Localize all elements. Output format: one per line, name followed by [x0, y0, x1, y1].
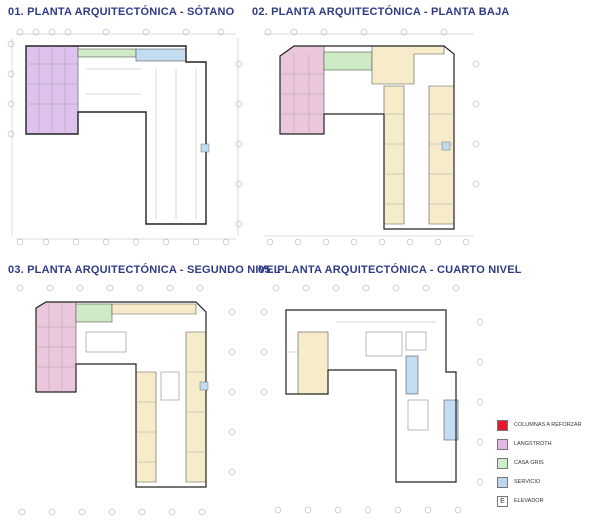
legend-label: ELEVADOR — [514, 498, 544, 504]
floor-plan-planta-baja — [254, 24, 480, 254]
floor-plan-sotano — [6, 24, 244, 254]
legend-item-casa-gris: CASA GRIS — [497, 456, 544, 470]
legend-item-servicio: SERVICIO — [497, 475, 540, 489]
legend-swatch — [497, 476, 508, 488]
legend-label: CASA GRIS — [514, 460, 544, 466]
floor-plan-cuarto-nivel — [256, 282, 490, 518]
legend-label: LANGSTROTH — [514, 441, 552, 447]
floor-plan-segundo-nivel — [6, 282, 244, 518]
legend-item-elevador: E ELEVADOR — [497, 494, 544, 508]
panel-title-segundo-nivel: 03. PLANTA ARQUITECTÓNICA - SEGUNDO NIVE… — [8, 264, 281, 276]
panel-title-sotano: 01. PLANTA ARQUITECTÓNICA - SÓTANO — [8, 6, 235, 18]
legend-item-columnas-a-reforzar: COLUMNAS A REFORZAR — [497, 418, 582, 432]
legend-swatch — [497, 438, 508, 450]
legend-item-langstroth: LANGSTROTH — [497, 437, 552, 451]
elevator-icon: E — [497, 495, 508, 507]
legend-swatch — [497, 457, 508, 469]
panel-title-cuarto-nivel: 05. PLANTA ARQUITECTÓNICA - CUARTO NIVEL — [258, 264, 522, 276]
legend-label: COLUMNAS A REFORZAR — [514, 422, 582, 428]
legend-label: SERVICIO — [514, 479, 541, 485]
legend-swatch — [497, 419, 508, 431]
panel-title-planta-baja: 02. PLANTA ARQUITECTÓNICA - PLANTA BAJA — [252, 6, 510, 18]
